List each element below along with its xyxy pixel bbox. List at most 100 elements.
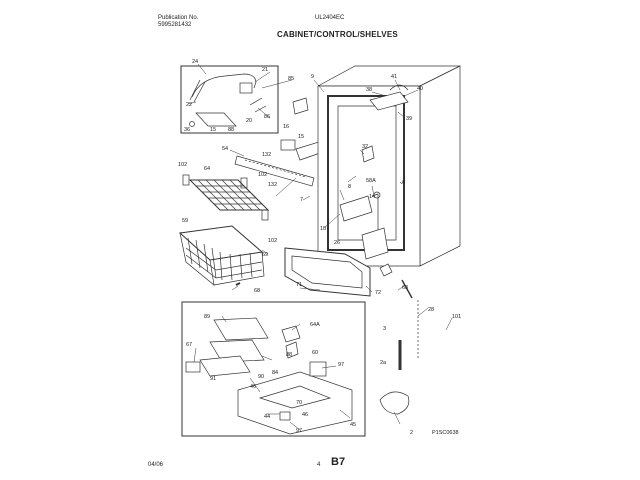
door-gasket	[327, 95, 405, 251]
callout-132b: 132	[268, 182, 277, 188]
basket-clip	[235, 282, 241, 286]
callout-91: 91	[210, 376, 216, 382]
bottom-hinge-bracket	[361, 227, 389, 260]
hinge-top	[369, 91, 409, 111]
callout-15b: 15	[298, 134, 304, 140]
control-panel-bezel	[213, 317, 269, 341]
callout-46: 46	[250, 384, 256, 390]
publication-label: Publication No.	[158, 15, 199, 21]
page-title: CABINET/CONTROL/SHELVES	[277, 30, 398, 39]
callout-24: 24	[192, 59, 198, 65]
shelf-support-bar	[234, 155, 315, 187]
cabinet-front	[317, 85, 421, 267]
callout-20: 20	[246, 118, 252, 124]
light-wiring-harness	[191, 73, 257, 98]
callout-15a: 15	[210, 127, 216, 133]
hinge-pin	[389, 84, 409, 91]
light-bulb	[189, 121, 195, 127]
callout-2a: 2a	[380, 360, 387, 366]
callout-102b: 102	[258, 172, 267, 178]
footer-sheet: 4	[317, 462, 321, 468]
callout-72: 72	[375, 290, 381, 296]
control-knob	[292, 97, 309, 115]
callout-54: 54	[222, 146, 228, 152]
footer-date: 04/06	[148, 462, 164, 468]
callout-60: 60	[312, 350, 318, 356]
cabinet-side	[419, 65, 461, 267]
wire-basket	[178, 225, 265, 286]
callout-32: 32	[362, 144, 368, 150]
control-panel-switch	[185, 361, 201, 373]
control-module	[309, 361, 327, 377]
callout-88a: 88	[228, 127, 234, 133]
callout-64: 64	[204, 166, 210, 172]
door-closer	[379, 391, 410, 415]
control-housing-clip	[285, 341, 299, 359]
callout-38: 38	[366, 87, 372, 93]
callout-88b: 88	[286, 352, 292, 358]
light-bracket	[249, 97, 267, 113]
figure-code: P1SC0638	[432, 430, 459, 436]
leveling-screw	[401, 279, 413, 299]
callout-41: 41	[391, 74, 397, 80]
callout-16: 16	[283, 124, 289, 130]
control-connector	[279, 411, 291, 421]
model-number: UL2404EC	[315, 15, 345, 21]
wire-shelf	[188, 179, 270, 211]
callout-63: 63	[402, 285, 408, 291]
callout-58a: 58A	[366, 178, 376, 184]
callout-97a: 97	[338, 362, 344, 368]
control-housing-piece	[281, 325, 301, 343]
control-panel-overlay	[209, 339, 265, 363]
callout-101: 101	[452, 314, 461, 320]
thermostat	[280, 139, 296, 151]
callout-26: 26	[334, 240, 340, 246]
control-panel-detail-box	[181, 301, 366, 437]
cabinet-bracket	[361, 145, 375, 163]
callout-36: 36	[184, 127, 190, 133]
callout-44: 44	[264, 414, 270, 420]
light-cover	[195, 112, 237, 127]
callout-39: 39	[406, 116, 412, 122]
publication-number: 5995281432	[158, 22, 192, 28]
kick-plate	[284, 247, 371, 297]
callout-102c: 102	[268, 238, 277, 244]
callout-70: 70	[296, 400, 302, 406]
leveling-leg	[379, 263, 393, 277]
light-detail-box	[180, 65, 279, 134]
leader-lines	[187, 63, 453, 431]
callout-8: 8	[348, 184, 351, 190]
callout-9: 9	[311, 74, 314, 80]
callout-labels: 24 21 85 22 86 20 36 15 88 9 41 38 40 39…	[178, 59, 461, 436]
callout-3: 3	[383, 326, 386, 332]
callout-89: 89	[204, 314, 210, 320]
callout-59: 59	[182, 218, 188, 224]
callout-90: 90	[258, 374, 264, 380]
callout-71: 71	[296, 282, 302, 288]
callout-132a: 132	[262, 152, 271, 158]
cabinet-drain	[339, 195, 373, 222]
callout-21: 21	[262, 67, 268, 73]
control-panel-label	[199, 355, 251, 377]
callout-2: 2	[410, 430, 413, 436]
callout-64a: 64A	[310, 322, 320, 328]
callout-46b: 46	[302, 412, 308, 418]
callout-28: 28	[428, 307, 434, 313]
control-base-inner	[258, 385, 332, 409]
control-base-housing	[237, 371, 353, 435]
callout-84: 84	[272, 370, 278, 376]
shelf-support-detail	[244, 159, 307, 178]
callout-45: 45	[350, 422, 356, 428]
callout-102a: 102	[178, 162, 187, 168]
footer-page: B7	[331, 456, 346, 468]
callout-69: 69	[262, 252, 268, 258]
callout-67: 67	[186, 342, 192, 348]
callout-85: 85	[288, 76, 294, 82]
callout-14: 14	[369, 194, 375, 200]
callout-86: 86	[264, 114, 270, 120]
callout-10: 10	[320, 226, 326, 232]
callout-22: 22	[186, 102, 192, 108]
callout-68: 68	[254, 288, 260, 294]
shelf-rollers	[182, 174, 269, 221]
